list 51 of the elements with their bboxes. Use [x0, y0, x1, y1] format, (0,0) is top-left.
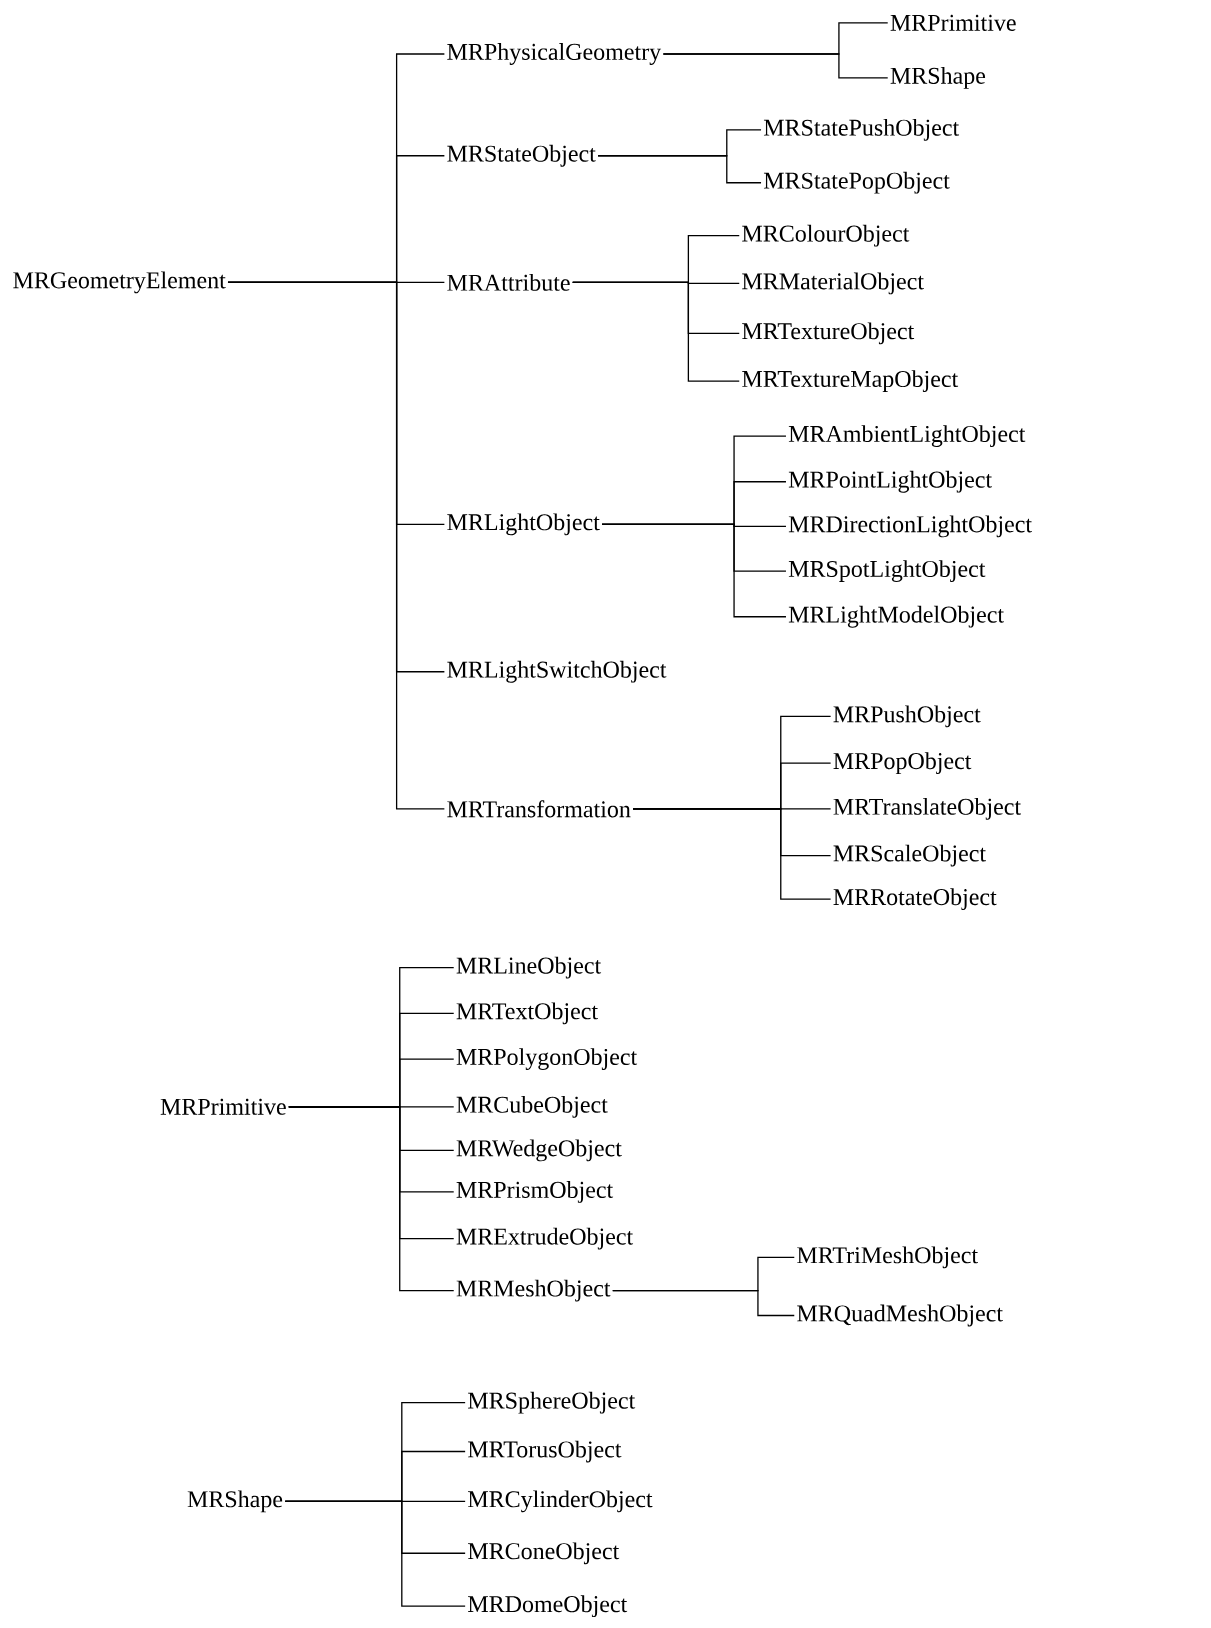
tree-connector [227, 281, 446, 810]
tree-connector [601, 523, 787, 618]
class-name: MRPushObject [833, 705, 981, 728]
class-name: MRRotateObject [833, 888, 997, 911]
class-name: MRStatePushObject [764, 118, 960, 141]
class-name: MRExtrudeObject [456, 1227, 634, 1250]
class-name: MRPopObject [833, 752, 972, 774]
class-name: MRTransformation [447, 800, 631, 818]
tree-connector [632, 808, 832, 900]
class-name: MRAttribute [447, 273, 570, 291]
class-name: MRAmbientLightObject [789, 425, 1026, 447]
tree-connector [288, 1106, 455, 1292]
class-name: MRTranslateObject [833, 797, 1022, 820]
tree-connector [284, 1500, 466, 1607]
class-name: MRSpotLightObject [789, 560, 986, 582]
class-name: MRTextureMapObject [742, 370, 959, 392]
class-name: MRMaterialObject [742, 272, 925, 295]
class-name: MRSphereObject [468, 1391, 636, 1414]
class-name: MRTextureObject [742, 322, 915, 345]
class-name: MRLineObject [456, 956, 602, 979]
class-name: MRTriMeshObject [797, 1246, 979, 1269]
class-name: MRDirectionLightObject [789, 515, 1033, 538]
class-name: MRGeometryElement [13, 271, 226, 294]
class-name: MRQuadMeshObject [797, 1304, 1004, 1327]
class-name: MRTorusObject [468, 1440, 622, 1463]
class-name: MRLightSwitchObject [447, 660, 667, 683]
tree-connector [572, 281, 741, 382]
class-name: MRLightObject [447, 513, 600, 536]
class-name: MRTextObject [456, 1002, 599, 1025]
tree-connector [662, 53, 889, 79]
class-name: MRPrismObject [456, 1181, 614, 1203]
class-name: MRPrimitive [160, 1098, 286, 1115]
class-name: MRShape [187, 1490, 283, 1513]
class-name: MRShape [890, 67, 986, 89]
class-name: MRPointLightObject [789, 470, 993, 493]
class-name: MRCylinderObject [468, 1490, 653, 1513]
class-name: MRScaleObject [833, 844, 987, 867]
class-name: MRDomeObject [468, 1595, 628, 1618]
class-name: MRColourObject [742, 224, 910, 247]
class-name: MRPhysicalGeometry [447, 43, 662, 65]
class-name: MRMeshObject [456, 1279, 611, 1302]
class-name: MRConeObject [468, 1542, 620, 1565]
class-name: MRLightModelObject [789, 605, 1005, 628]
class-name: MRPrimitive [890, 14, 1016, 31]
tree-connector [597, 155, 762, 184]
class-name: MRStateObject [447, 144, 596, 167]
class-name: MRStatePopObject [764, 171, 950, 194]
class-name: MRCubeObject [456, 1095, 608, 1118]
tree-connector [612, 1289, 796, 1317]
class-name: MRWedgeObject [456, 1139, 622, 1162]
class-name: MRPolygonObject [456, 1048, 638, 1070]
